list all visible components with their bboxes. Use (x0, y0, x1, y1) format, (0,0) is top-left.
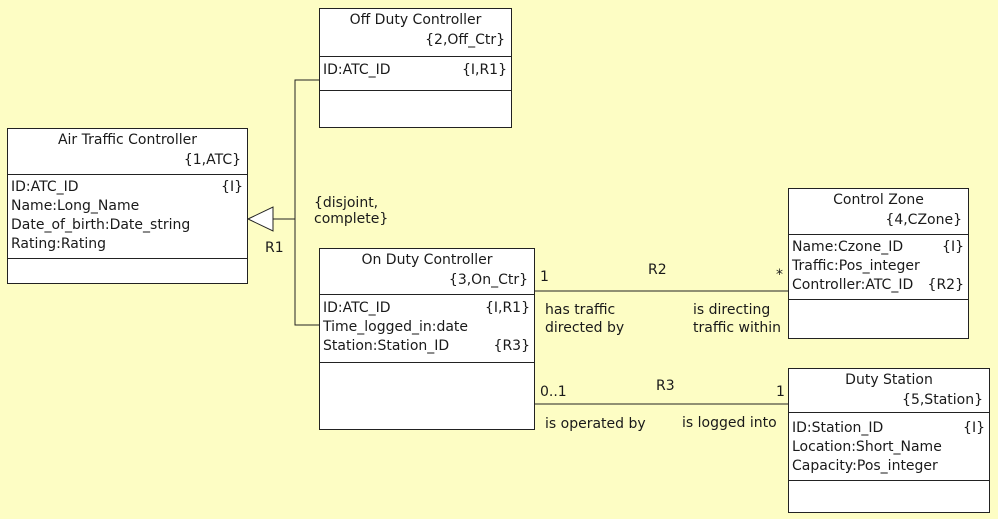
r2-phrase-right-line1: is directing (693, 302, 771, 318)
r1-constraint-line1: {disjoint, (314, 195, 379, 211)
class-name: Duty Station (845, 372, 933, 388)
attribute-row: Name:Long_Name (11, 198, 140, 214)
r2-multiplicity-left: 1 (540, 269, 549, 285)
r1-generalization-arrow (246, 206, 274, 232)
r3-phrase-left: is operated by (545, 416, 646, 432)
class-name: Off Duty Controller (349, 12, 482, 28)
class-name: Control Zone (833, 192, 924, 208)
class-key: {3,On_Ctr} (448, 272, 528, 288)
class-control-zone[interactable]: Control Zone {4,CZone} Name:Czone_ID{I} … (788, 188, 969, 339)
attribute-row: Controller:ATC_ID{R2} (792, 277, 964, 293)
class-key: {5,Station} (902, 392, 983, 408)
r3-multiplicity-right: 1 (776, 384, 785, 400)
class-key: {2,Off_Ctr} (425, 32, 505, 48)
r2-label: R2 (648, 262, 667, 278)
r1-label: R1 (265, 240, 284, 256)
attribute-row: ID:ATC_ID{I,R1} (323, 300, 530, 316)
r2-phrase-left-line1: has traffic (545, 302, 616, 318)
class-duty-station[interactable]: Duty Station {5,Station} ID:Station_ID{I… (788, 368, 990, 513)
attribute-row: Station:Station_ID{R3} (323, 338, 530, 354)
attribute-row: Rating:Rating (11, 236, 106, 252)
attribute-row: Date_of_birth:Date_string (11, 217, 191, 233)
r1-branch-off-duty (294, 79, 319, 219)
attribute-row: Time_logged_in:date (323, 319, 469, 335)
class-name: Air Traffic Controller (57, 132, 198, 148)
r1-constraint-line2: complete} (314, 211, 389, 227)
class-off-duty-controller[interactable]: Off Duty Controller {2,Off_Ctr} ID:ATC_I… (319, 8, 512, 128)
attribute-row: Name:Czone_ID{I} (792, 239, 964, 255)
r2-multiplicity-right: * (776, 267, 783, 283)
attribute-row: Location:Short_Name (792, 439, 942, 455)
r2-phrase-left-line2: directed by (545, 320, 625, 336)
r2-phrase-right-line2: traffic within (693, 320, 781, 336)
attribute-row: Capacity:Pos_integer (792, 458, 938, 474)
attribute-row: ID:ATC_ID{I,R1} (323, 62, 507, 78)
class-on-duty-controller[interactable]: On Duty Controller {3,On_Ctr} ID:ATC_ID{… (319, 248, 535, 430)
class-key: {4,CZone} (885, 212, 962, 228)
r3-phrase-right: is logged into (682, 415, 777, 431)
class-name: On Duty Controller (361, 252, 493, 268)
class-air-traffic-controller[interactable]: Air Traffic Controller {1,ATC} ID:ATC_ID… (7, 128, 248, 284)
r3-label: R3 (656, 378, 675, 394)
class-key: {1,ATC} (183, 152, 241, 168)
r3-multiplicity-left: 0..1 (540, 384, 567, 400)
attribute-row: ID:Station_ID{I} (792, 420, 985, 436)
attribute-row: Traffic:Pos_integer (792, 258, 920, 274)
attribute-row: ID:ATC_ID{I} (11, 179, 243, 195)
r1-branch-on-duty (294, 219, 319, 326)
